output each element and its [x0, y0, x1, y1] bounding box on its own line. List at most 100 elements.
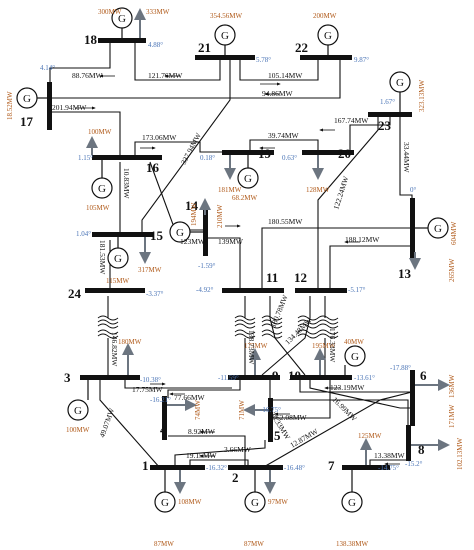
flow-2-4: 8.92MW	[188, 427, 216, 436]
flow-20-23: 167.74MW	[334, 116, 369, 125]
bus-label-8: 8	[418, 442, 425, 457]
line-21-22	[239, 60, 319, 81]
bus-labels: 18 21 22 17 16 19 20 23 13 14 15 24 11 1…	[20, 32, 427, 485]
bus-label-24: 24	[68, 286, 82, 301]
load-6-value: 136MW	[448, 374, 456, 398]
line-18-21	[134, 42, 221, 81]
gen-14-value: 210MW	[216, 204, 224, 228]
bus-label-21: 21	[198, 40, 211, 55]
bus-6-bar	[410, 370, 415, 426]
flow-3-9: 17.75MW	[132, 385, 164, 394]
bus-8-bar	[406, 425, 411, 461]
gen-13-value: 604MW	[450, 221, 458, 245]
line-8-10	[309, 380, 412, 409]
line-9-12	[261, 296, 311, 376]
angle-19: 0.18°	[200, 154, 215, 162]
line-1-5	[174, 440, 266, 468]
bus-7-bar	[342, 465, 390, 470]
generator-7-icon: G	[341, 470, 363, 513]
svg-text:G: G	[221, 30, 229, 42]
gen-10-value: 40MW	[344, 338, 364, 346]
transformer-3-24	[97, 315, 119, 339]
angle-20: 0.63°	[282, 154, 297, 162]
angle-13: 0°	[410, 186, 417, 194]
svg-text:G: G	[351, 351, 359, 363]
flow-15-24: 181.53MW	[98, 240, 107, 275]
line-6-10	[299, 380, 412, 393]
generator-2-icon: G	[244, 470, 266, 513]
bus-label-4: 4	[160, 422, 167, 437]
bus-label-19: 19	[258, 146, 272, 161]
svg-text:G: G	[114, 253, 122, 265]
angle-17: 4.14°	[40, 64, 55, 72]
load-10-value: 195MW	[312, 342, 336, 350]
flow-13-23: 33.44MW	[402, 142, 411, 174]
load-3-value: 180MW	[118, 338, 142, 346]
generator-14-icon: G	[169, 221, 203, 243]
generator-16-icon: G	[91, 160, 113, 199]
flow-18-21: 121.76MW	[148, 71, 183, 80]
svg-text:G: G	[23, 93, 31, 105]
bus-15-bar	[92, 232, 154, 237]
bus-label-9: 9	[272, 368, 279, 383]
flow-5-10: 62.08MW	[276, 413, 308, 422]
generator-15-icon: G	[107, 237, 129, 269]
generator-13-icon: G	[415, 217, 449, 239]
flow-16-19: 173.06MW	[142, 133, 177, 142]
angle-23: 1.67°	[380, 98, 395, 106]
angle-22: 9.87°	[354, 56, 369, 64]
generator-18-icon: G	[111, 7, 133, 38]
line-3-9	[124, 380, 232, 389]
bus-1-bar	[150, 465, 205, 470]
flow-19-20: 39.74MW	[268, 131, 300, 140]
angle-8: -15.2°	[405, 460, 423, 468]
bus-label-15: 15	[150, 228, 164, 243]
generators: G G G G G G G G	[16, 7, 449, 513]
load-9-value: 175MW	[244, 342, 268, 350]
gen-3-value: 100MW	[66, 426, 90, 434]
gen-16-value: 105MW	[86, 204, 110, 212]
bus-label-5: 5	[274, 428, 281, 443]
transformer-9-12	[297, 315, 319, 339]
load-4-value: 74MW	[194, 400, 202, 420]
angle-21: 5.78°	[256, 56, 271, 64]
bus-label-1: 1	[142, 458, 149, 473]
flow-4-9: 77.66MW	[174, 393, 206, 402]
bus-16-bar	[92, 155, 162, 160]
flow-1-2: 19.15MW	[186, 451, 218, 460]
bus-label-12: 12	[294, 270, 307, 285]
bus-label-7: 7	[328, 458, 335, 473]
bus-19-bar	[222, 150, 274, 155]
flow-1-3: 49.07MW	[97, 406, 116, 439]
angle-11: -4.92°	[196, 286, 214, 294]
flow-21-22: 105.14MW	[268, 71, 303, 80]
flow-1-5: 3.66MW	[224, 445, 252, 454]
line-10-11	[269, 296, 306, 376]
bus-18-bar	[98, 38, 146, 43]
transformer-10-11	[261, 315, 283, 339]
angle-4: -16.21°	[150, 396, 171, 404]
angle-1: -16.32°	[206, 464, 227, 472]
bus-12-bar	[295, 288, 347, 293]
flow-16-17: 201.94MW	[52, 103, 87, 112]
bus-label-2: 2	[232, 470, 239, 485]
angle-7: -14.75°	[378, 464, 399, 472]
load-8-value: 171MW	[448, 404, 456, 428]
gen-22-value: 200MW	[313, 12, 337, 20]
line-17-22	[50, 60, 341, 99]
svg-text:G: G	[98, 183, 106, 195]
angle-12: -5.17°	[348, 286, 366, 294]
bus-2-bar	[228, 465, 283, 470]
gen-18-value: 300MW	[98, 8, 122, 16]
svg-text:G: G	[251, 497, 259, 509]
bus-label-14: 14	[185, 198, 199, 213]
bus-24-bar	[85, 288, 145, 293]
flow-17-18: 88.76MW	[72, 71, 104, 80]
bus-13-bar	[410, 198, 415, 260]
line-2-4	[168, 435, 246, 468]
load-values: 333MW 100MW 181MW 128MW 194MW 317MW 265M…	[88, 8, 456, 506]
bus-10-bar	[290, 375, 352, 380]
generator-10-icon: G	[344, 345, 366, 375]
angle-14: -1.59°	[198, 262, 216, 270]
gen-19-value: 68.2MW	[232, 194, 257, 202]
